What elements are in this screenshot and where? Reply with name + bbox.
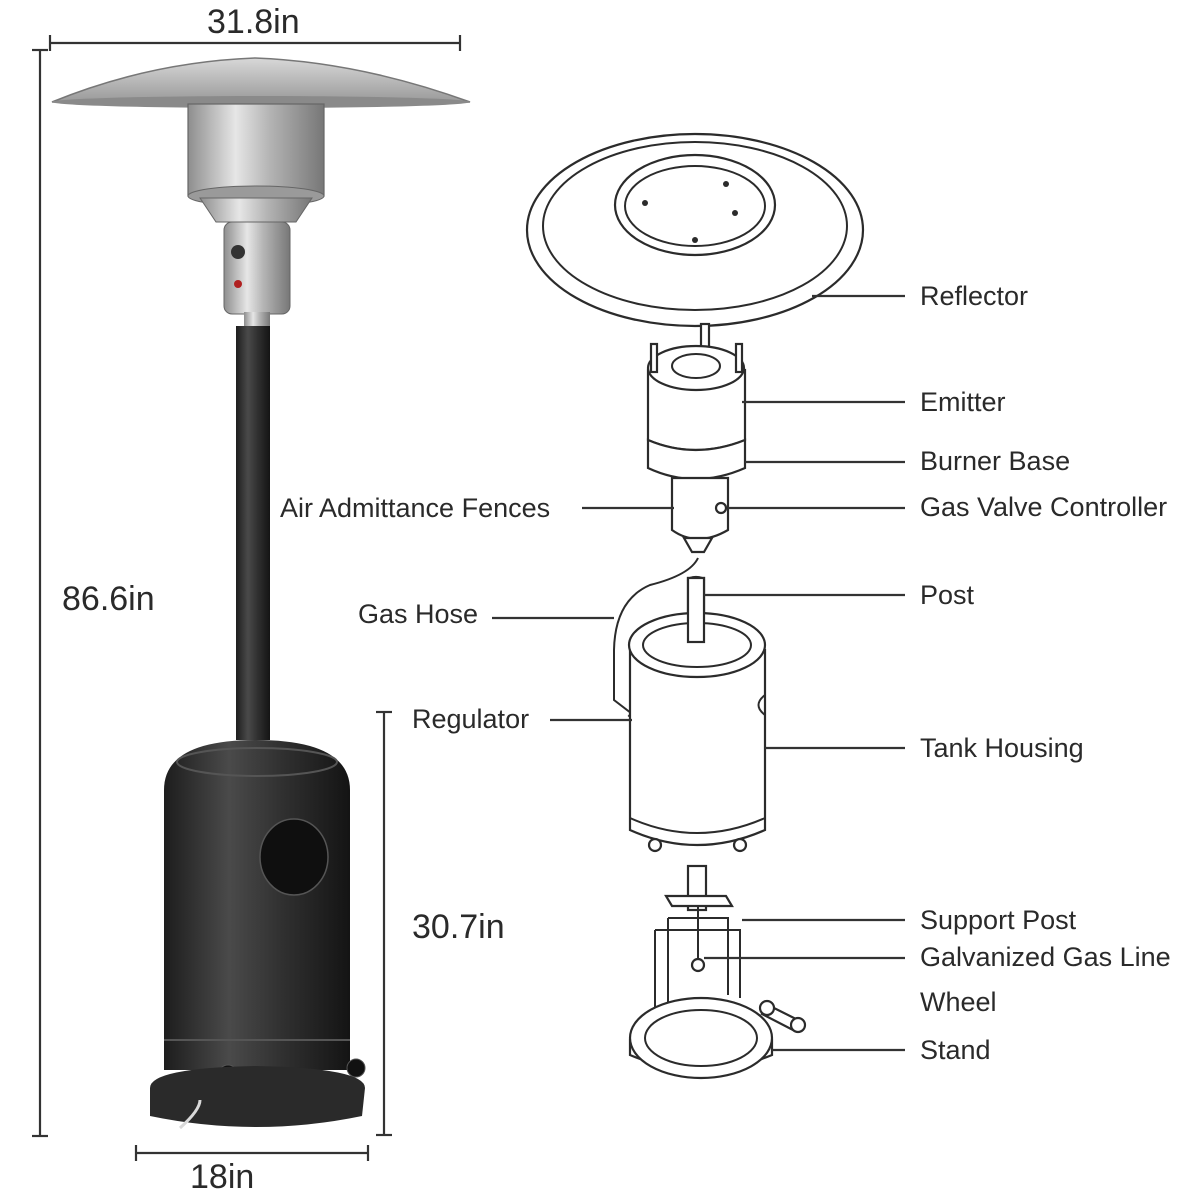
label-reflector: Reflector — [920, 281, 1028, 311]
reflector-part — [525, 132, 865, 328]
label-galvanized-gas-line: Galvanized Gas Line — [920, 942, 1171, 972]
label-support-post: Support Post — [920, 905, 1077, 935]
leader-lines — [492, 294, 905, 1052]
reflector-hood — [51, 57, 471, 103]
label-stand: Stand — [920, 1035, 991, 1065]
label-gas-valve-controller: Gas Valve Controller — [920, 492, 1167, 522]
base-wheel-side — [346, 1058, 366, 1078]
label-wheel: Wheel — [920, 987, 997, 1017]
ignition-knob — [231, 245, 245, 259]
valve-housing — [223, 221, 291, 315]
tank-window — [259, 818, 329, 896]
heater-illustration — [51, 57, 471, 1130]
dim-total-height: 86.6in — [62, 580, 155, 618]
indicator-light — [234, 280, 242, 288]
label-post: Post — [920, 580, 975, 610]
gas-valve-part — [670, 476, 730, 554]
part-labels: Reflector Emitter Burner Base Air Admitt… — [280, 281, 1171, 1065]
wheel-part — [758, 999, 807, 1034]
label-regulator: Regulator — [412, 704, 529, 734]
exploded-view — [525, 132, 865, 1080]
label-burner-base: Burner Base — [920, 446, 1070, 476]
heater-base — [150, 1066, 365, 1127]
gas-hose-line — [613, 557, 699, 721]
emitter-cylinder — [187, 103, 325, 197]
label-emitter: Emitter — [920, 387, 1006, 417]
label-tank-housing: Tank Housing — [920, 733, 1084, 763]
burner-base-part — [646, 438, 747, 481]
stand-part — [628, 996, 774, 1080]
pole — [236, 326, 270, 740]
label-air-admittance-fences: Air Admittance Fences — [280, 493, 550, 523]
tank-body — [164, 740, 350, 1070]
burner-cone — [199, 197, 313, 223]
dimension-marks — [32, 35, 462, 1161]
support-post-part — [654, 864, 741, 1030]
tank-housing-part — [627, 576, 767, 853]
dim-base-height: 30.7in — [412, 908, 505, 946]
label-gas-hose: Gas Hose — [358, 599, 478, 629]
dim-base-width: 18in — [190, 1158, 254, 1196]
dim-reflector-width: 31.8in — [207, 3, 300, 41]
emitter-part — [646, 342, 747, 452]
